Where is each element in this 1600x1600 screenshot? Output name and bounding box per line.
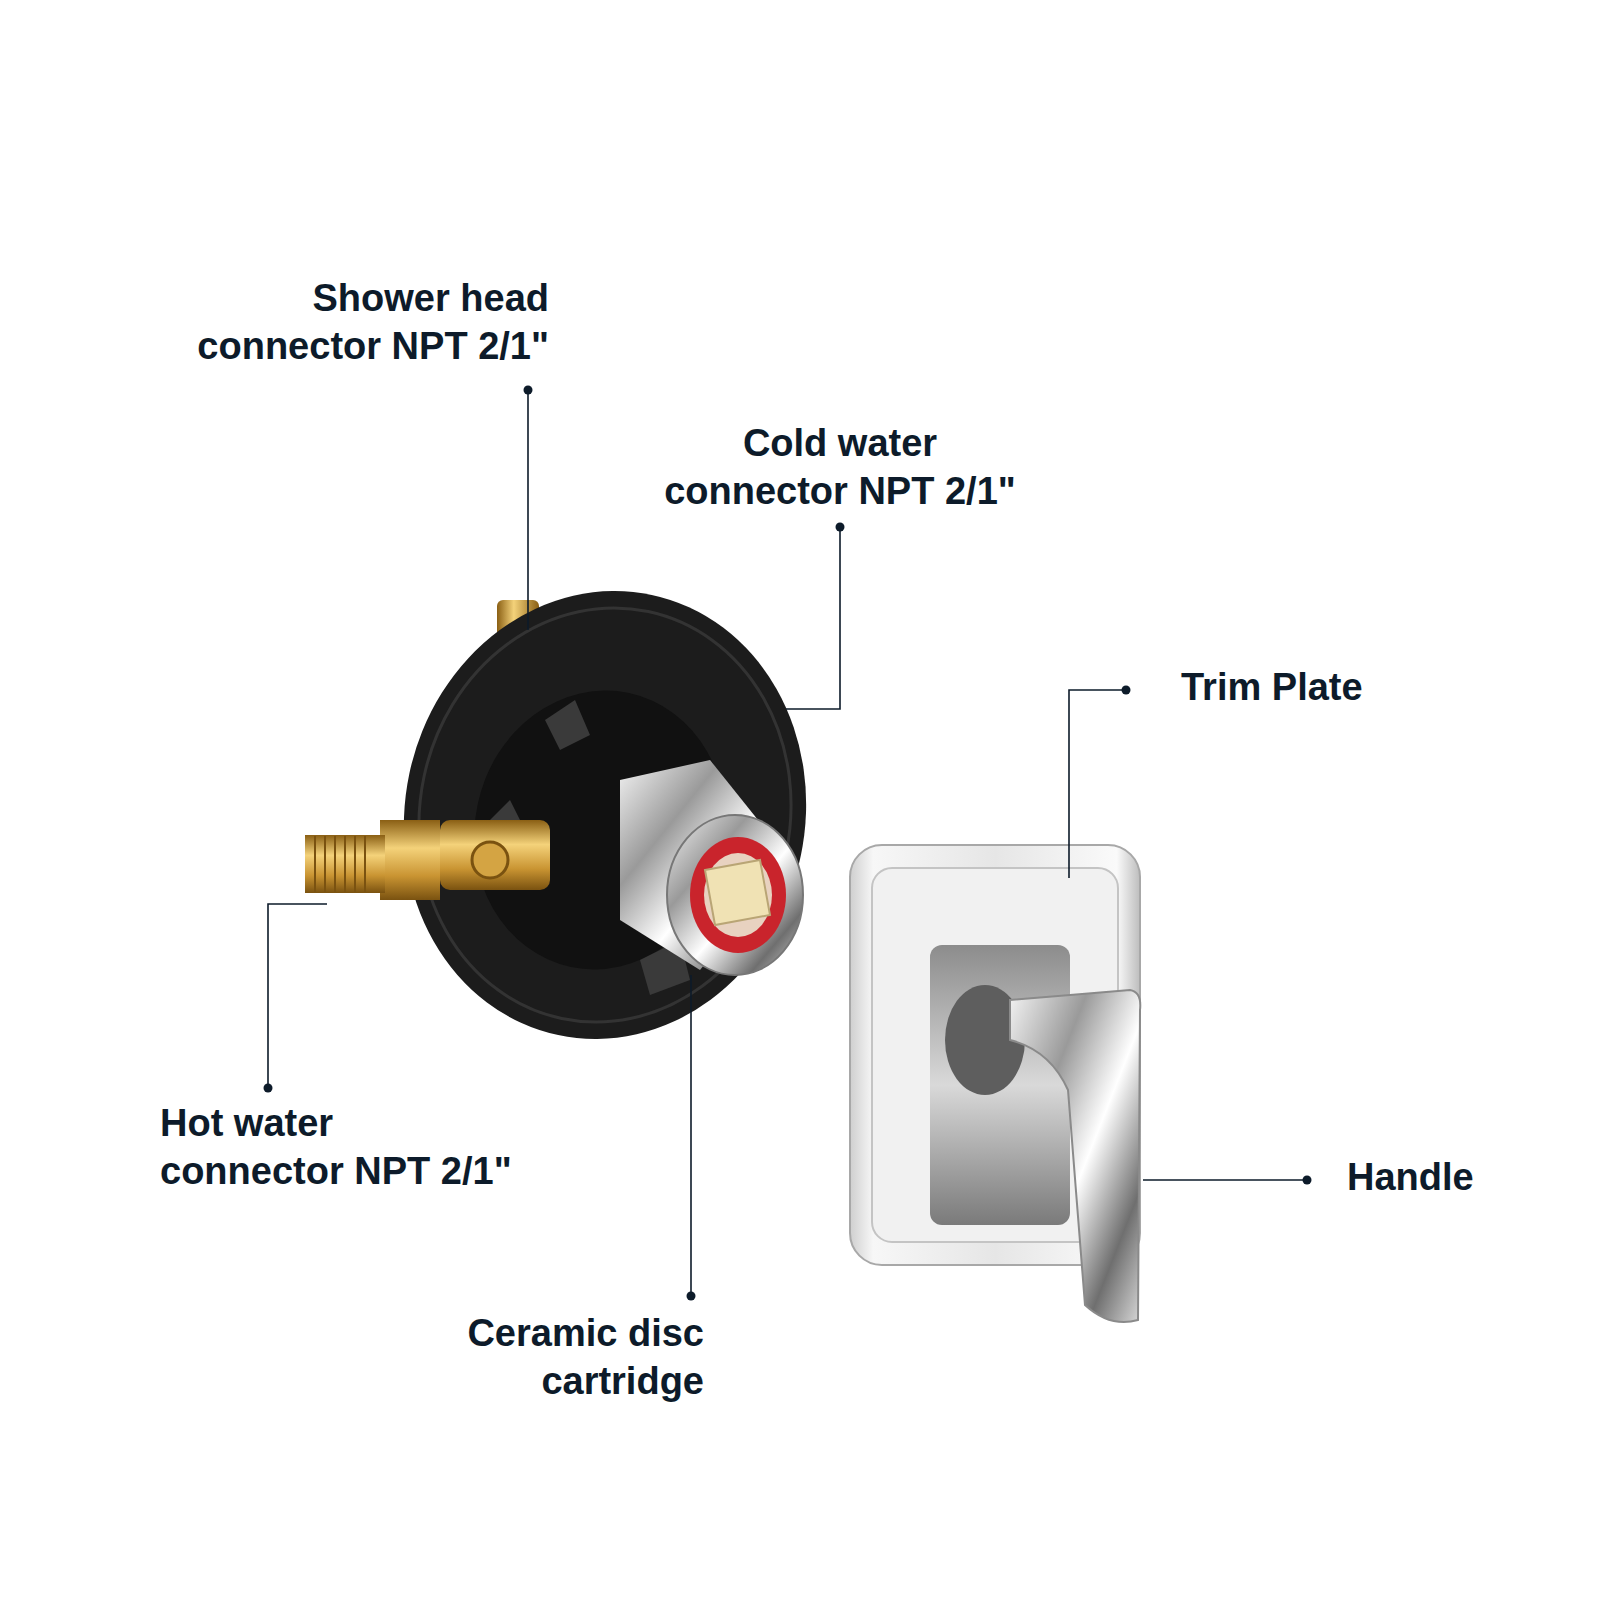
cartridge-face	[667, 815, 803, 975]
callout-label: Shower head connector NPT 2/1"	[179, 274, 549, 370]
cartridge-seal	[690, 837, 786, 953]
callout-label: Handle	[1347, 1153, 1587, 1201]
callout-label: Cold water connector NPT 2/1"	[655, 419, 1025, 515]
hot-nipple	[305, 835, 385, 893]
threads	[315, 836, 365, 892]
hot-hex	[380, 820, 440, 900]
callout-label: Trim Plate	[1181, 663, 1561, 711]
cartridge-core	[704, 853, 772, 937]
plate-rim	[381, 573, 829, 1057]
stop-screw	[472, 842, 508, 878]
cartridge-stem	[705, 860, 770, 925]
valve-body	[440, 820, 550, 890]
callout-label: Ceramic disc cartridge	[454, 1309, 704, 1405]
handle-lever	[1010, 990, 1140, 1322]
trim-recess	[930, 945, 1070, 1225]
callout-label: Hot water connector NPT 2/1"	[160, 1099, 520, 1195]
mounting-plate	[363, 553, 848, 1076]
